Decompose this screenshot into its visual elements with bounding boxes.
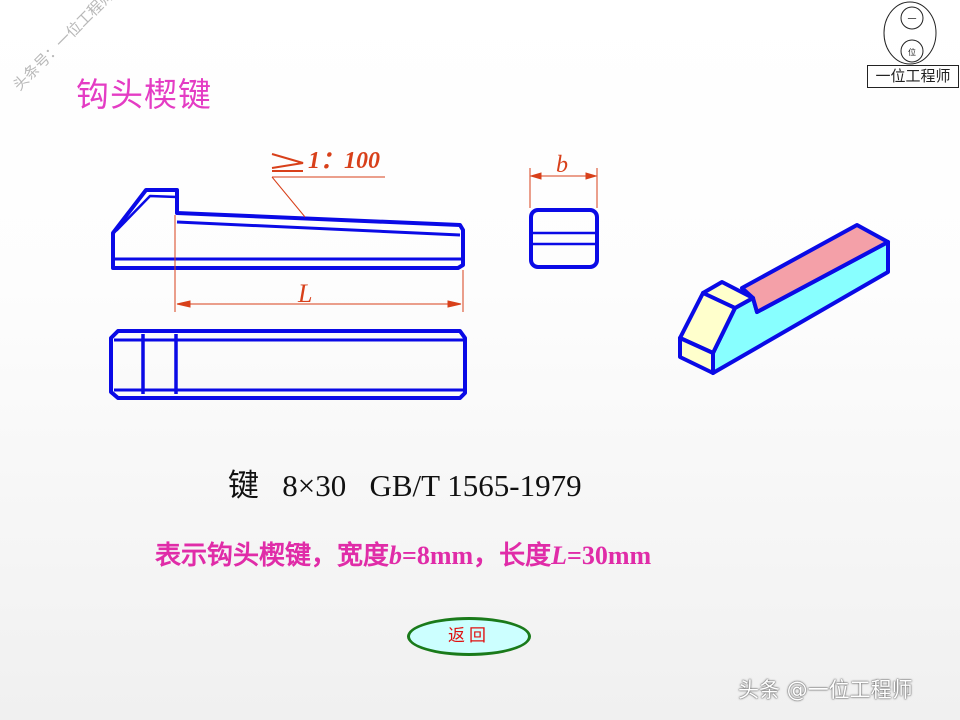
logo-text: 一位工程师 bbox=[867, 65, 959, 88]
description: 表示钩头楔键，宽度b=8mm，长度L=30mm bbox=[155, 535, 651, 572]
bottom-view bbox=[109, 329, 467, 400]
desc-l-var: L bbox=[551, 541, 568, 570]
logo-icon bbox=[883, 1, 937, 65]
back-button[interactable]: 返回 bbox=[407, 617, 531, 656]
key-designation: 键 8×30 GB/T 1565-1979 bbox=[228, 468, 582, 503]
desc-b-value: =8mm，长度 bbox=[402, 541, 552, 570]
taper-label: 1：100 bbox=[308, 148, 380, 174]
isometric-view bbox=[678, 223, 890, 375]
width-label: b bbox=[556, 152, 568, 178]
desc-l-value: =30mm bbox=[567, 541, 652, 570]
end-view bbox=[529, 208, 599, 269]
bottom-watermark: 头条 @一位工程师 bbox=[738, 678, 913, 702]
side-view bbox=[111, 188, 465, 270]
page-title: 钩头楔键 bbox=[76, 75, 212, 114]
dimension-lines bbox=[174, 153, 598, 312]
desc-b-var: b bbox=[389, 541, 403, 570]
length-label: L bbox=[297, 279, 312, 308]
logo-bottom-char: 位 bbox=[908, 47, 916, 57]
desc-prefix: 表示钩头楔键，宽度 bbox=[155, 541, 390, 570]
logo-top-char: 一 bbox=[907, 15, 916, 25]
